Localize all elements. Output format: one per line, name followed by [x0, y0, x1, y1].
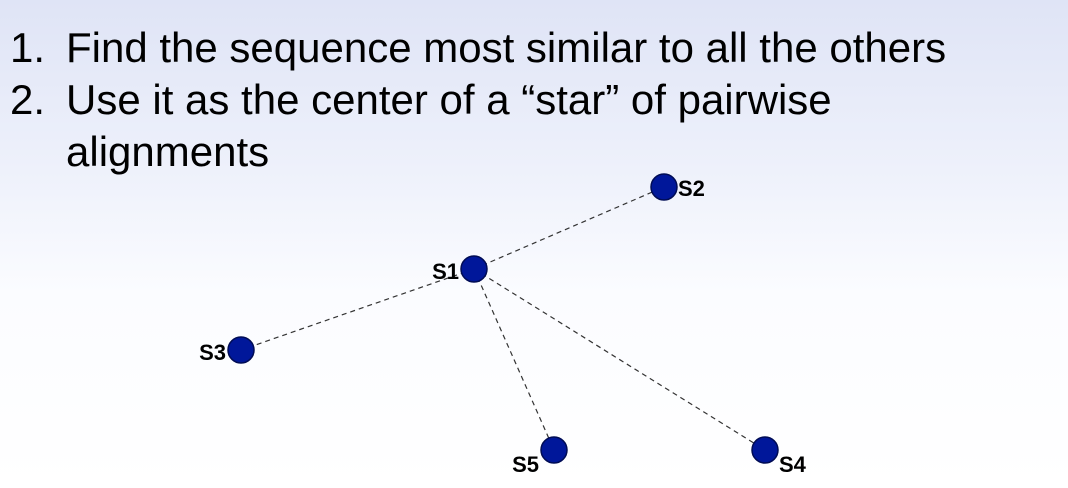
step-item-2: 2. Use it as the center of a “star” of p…	[10, 74, 1026, 178]
node-label-s4: S4	[779, 452, 807, 477]
node-label-s5: S5	[512, 452, 539, 477]
node-label-s3: S3	[199, 340, 226, 365]
node-s5	[540, 436, 568, 464]
step-text: Use it as the center of a “star” of pair…	[66, 76, 832, 175]
step-text: Find the sequence most similar to all th…	[66, 24, 947, 71]
node-label-s1: S1	[432, 259, 459, 284]
nodes	[227, 173, 779, 464]
step-number: 1.	[10, 24, 46, 71]
edge-s1-s4	[473, 268, 766, 451]
node-label-s2: S2	[678, 176, 705, 201]
node-labels: S1 S2 S3 S4 S5	[199, 176, 807, 477]
step-list: 1. Find the sequence most similar to all…	[10, 22, 1026, 178]
step-number: 2.	[10, 76, 46, 123]
node-s4	[751, 436, 779, 464]
edge-s1-s2	[473, 186, 665, 270]
step-item-1: 1. Find the sequence most similar to all…	[10, 22, 1026, 74]
node-s3	[227, 336, 255, 364]
node-s2	[650, 173, 678, 201]
edge-s1-s5	[473, 268, 555, 451]
node-s1	[460, 255, 488, 283]
edges	[240, 186, 766, 451]
